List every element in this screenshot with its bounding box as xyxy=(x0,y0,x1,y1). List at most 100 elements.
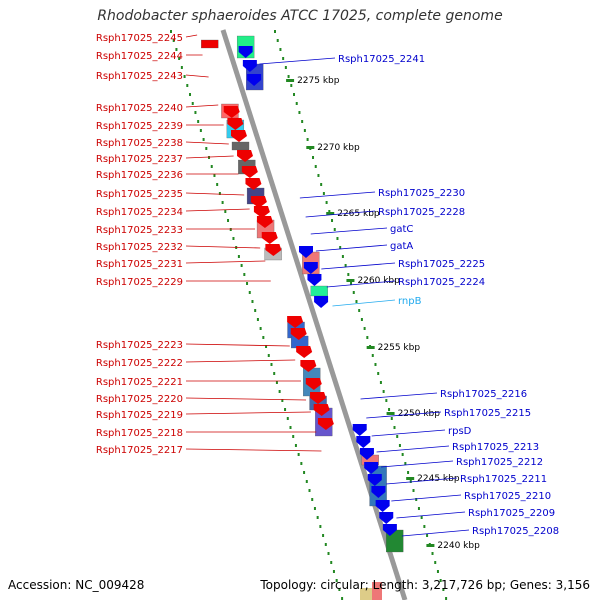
forward-gene-arrow xyxy=(250,196,267,208)
gene-label-left: Rsph17025_2236 xyxy=(96,170,183,181)
guide-dot xyxy=(248,291,251,294)
guide-dot xyxy=(401,453,404,456)
guide-dot xyxy=(319,525,322,528)
reverse-gene-arrow xyxy=(364,462,379,474)
guide-dot xyxy=(172,39,175,42)
forward-gene-arrow xyxy=(245,178,262,190)
left-dotted-guide xyxy=(170,30,344,600)
guide-dot xyxy=(300,462,303,465)
scale-tick xyxy=(286,79,295,82)
guide-dot xyxy=(289,426,292,429)
scale-tick xyxy=(366,346,375,349)
genome-backbone xyxy=(220,29,408,600)
forward-gene-arrow xyxy=(313,404,330,416)
guide-dot xyxy=(213,174,216,177)
guide-dot xyxy=(374,363,377,366)
gene-label-left: Rsph17025_2219 xyxy=(96,410,183,421)
guide-dot xyxy=(246,282,249,285)
guide-dot xyxy=(293,93,296,96)
gene-label-left: Rsph17025_2232 xyxy=(96,242,183,253)
guide-dot xyxy=(189,93,192,96)
gene-label-left: Rsph17025_2217 xyxy=(96,445,183,456)
guide-dot xyxy=(270,363,273,366)
gene-label-left: Rsph17025_2222 xyxy=(96,358,183,369)
guide-dot xyxy=(186,84,189,87)
guide-dot xyxy=(259,327,262,330)
guide-dot xyxy=(335,579,338,582)
guide-dot xyxy=(294,444,297,447)
guide-dot xyxy=(279,48,282,51)
guide-dot xyxy=(341,597,344,600)
guide-dot xyxy=(292,435,295,438)
guide-dot xyxy=(404,462,407,465)
forward-gene-arrow xyxy=(261,232,278,244)
scale-tick xyxy=(346,279,355,282)
gene-label-right: Rsph17025_2212 xyxy=(456,457,543,468)
reverse-gene-arrow xyxy=(303,262,318,274)
guide-dot xyxy=(240,264,243,267)
accession-label: Accession: NC_009428 xyxy=(8,578,145,592)
gene-label-right: Rsph17025_2210 xyxy=(464,491,551,502)
guide-dot xyxy=(385,399,388,402)
forward-gene-arrow xyxy=(265,244,282,256)
guide-dot xyxy=(286,417,289,420)
guide-dot xyxy=(388,408,391,411)
guide-dot xyxy=(445,597,448,600)
label-leader-right xyxy=(381,460,454,468)
guide-dot xyxy=(267,354,270,357)
forward-gene-arrow xyxy=(241,166,258,178)
label-leader-left xyxy=(185,397,307,401)
guide-dot xyxy=(237,255,240,258)
gene-label-left: Rsph17025_2235 xyxy=(96,189,183,200)
label-leader-right xyxy=(310,227,388,235)
gene-label-left: Rsph17025_2233 xyxy=(96,225,183,236)
guide-dot xyxy=(341,255,344,258)
label-leader-right xyxy=(259,57,336,65)
guide-dot xyxy=(197,120,200,123)
guide-dot xyxy=(284,408,287,411)
forward-gene-arrow xyxy=(300,360,317,372)
guide-dot xyxy=(275,381,278,384)
guide-dot xyxy=(439,579,442,582)
scale-tick xyxy=(326,212,335,215)
map-title: Rhodobacter sphaeroides ATCC 17025, comp… xyxy=(97,8,503,24)
guide-dot xyxy=(243,273,246,276)
guide-dot xyxy=(371,354,374,357)
scale-label: 2260 kbp xyxy=(357,276,400,286)
label-leader-left xyxy=(185,448,322,452)
reverse-gene-arrow xyxy=(371,486,386,498)
label-leader-left xyxy=(185,155,234,159)
label-leader-left xyxy=(185,34,198,38)
genome-summary: Topology: circular; Length: 3,217,726 bp… xyxy=(260,578,590,592)
guide-dot xyxy=(442,588,445,591)
gene-label-right: Rsph17025_2209 xyxy=(468,508,555,519)
guide-dot xyxy=(363,327,366,330)
guide-dot xyxy=(327,552,330,555)
guide-dot xyxy=(393,426,396,429)
guide-dot xyxy=(227,219,230,222)
scale-label: 2245 kbp xyxy=(417,474,460,484)
guide-dot xyxy=(350,282,353,285)
label-leader-right xyxy=(360,392,438,400)
forward-gene-arrow xyxy=(230,130,247,142)
label-leader-right xyxy=(376,445,450,453)
scale-label: 2240 kbp xyxy=(437,541,480,551)
guide-dot xyxy=(202,138,205,141)
forward-gene-block xyxy=(201,39,219,49)
reverse-gene-arrow xyxy=(367,474,382,486)
reverse-gene-arrow xyxy=(307,274,322,286)
gene-label-left: Rsph17025_2240 xyxy=(96,103,183,114)
reverse-gene-arrow xyxy=(359,448,374,460)
forward-gene-arrow xyxy=(296,346,313,358)
gene-label-left: Rsph17025_2231 xyxy=(96,259,183,270)
forward-gene-block xyxy=(231,141,250,151)
guide-dot xyxy=(417,507,420,510)
gene-label-right: Rsph17025_2211 xyxy=(460,474,547,485)
gene-label-right: Rsph17025_2225 xyxy=(398,259,485,270)
guide-dot xyxy=(366,336,369,339)
guide-dot xyxy=(210,165,213,168)
guide-dot xyxy=(224,210,227,213)
forward-gene-arrow xyxy=(223,106,240,118)
guide-dot xyxy=(360,318,363,321)
